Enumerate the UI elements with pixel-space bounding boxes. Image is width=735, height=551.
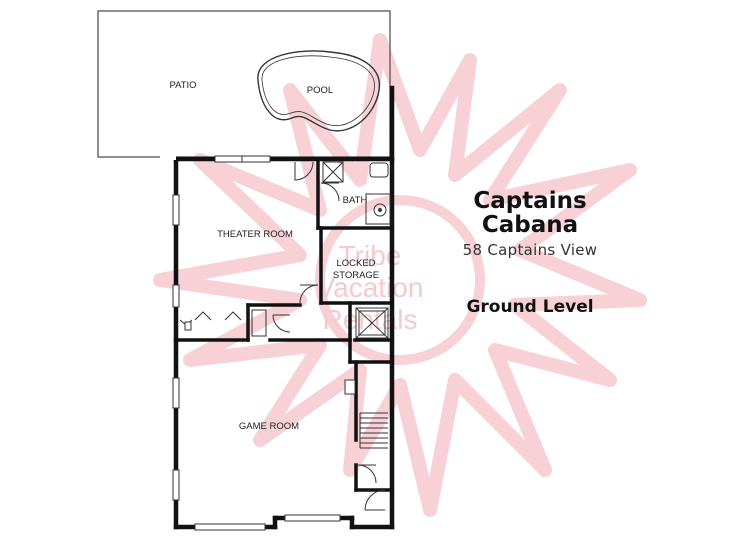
interior-walls — [174, 157, 394, 492]
exterior-walls — [173, 85, 395, 530]
windows — [160, 155, 341, 531]
bath-fixtures — [322, 161, 391, 225]
room-label-locked-storage-line2: STORAGE — [333, 270, 379, 281]
room-label-game-room: GAME ROOM — [239, 421, 299, 432]
property-address: 58 Captains View — [462, 241, 598, 259]
pool-outline — [257, 50, 381, 132]
watermark-line2: Vacation — [317, 272, 424, 303]
patio-outline — [97, 10, 391, 158]
room-label-bath: BATH — [343, 195, 368, 206]
property-name-line1: Captains — [473, 188, 587, 214]
property-name-line2: Cabana — [481, 212, 579, 238]
room-label-theater-room: THEATER ROOM — [217, 229, 293, 240]
room-label-patio: PATIO — [169, 80, 196, 91]
room-label-pool: POOL — [307, 85, 333, 96]
doors — [179, 161, 386, 511]
room-label-locked-storage-line1: LOCKED — [336, 258, 375, 269]
floor-level-label: Ground Level — [466, 297, 594, 317]
utility-boxes — [251, 307, 389, 339]
stairs — [359, 412, 388, 449]
watermark-line3: Rentals — [323, 304, 418, 335]
